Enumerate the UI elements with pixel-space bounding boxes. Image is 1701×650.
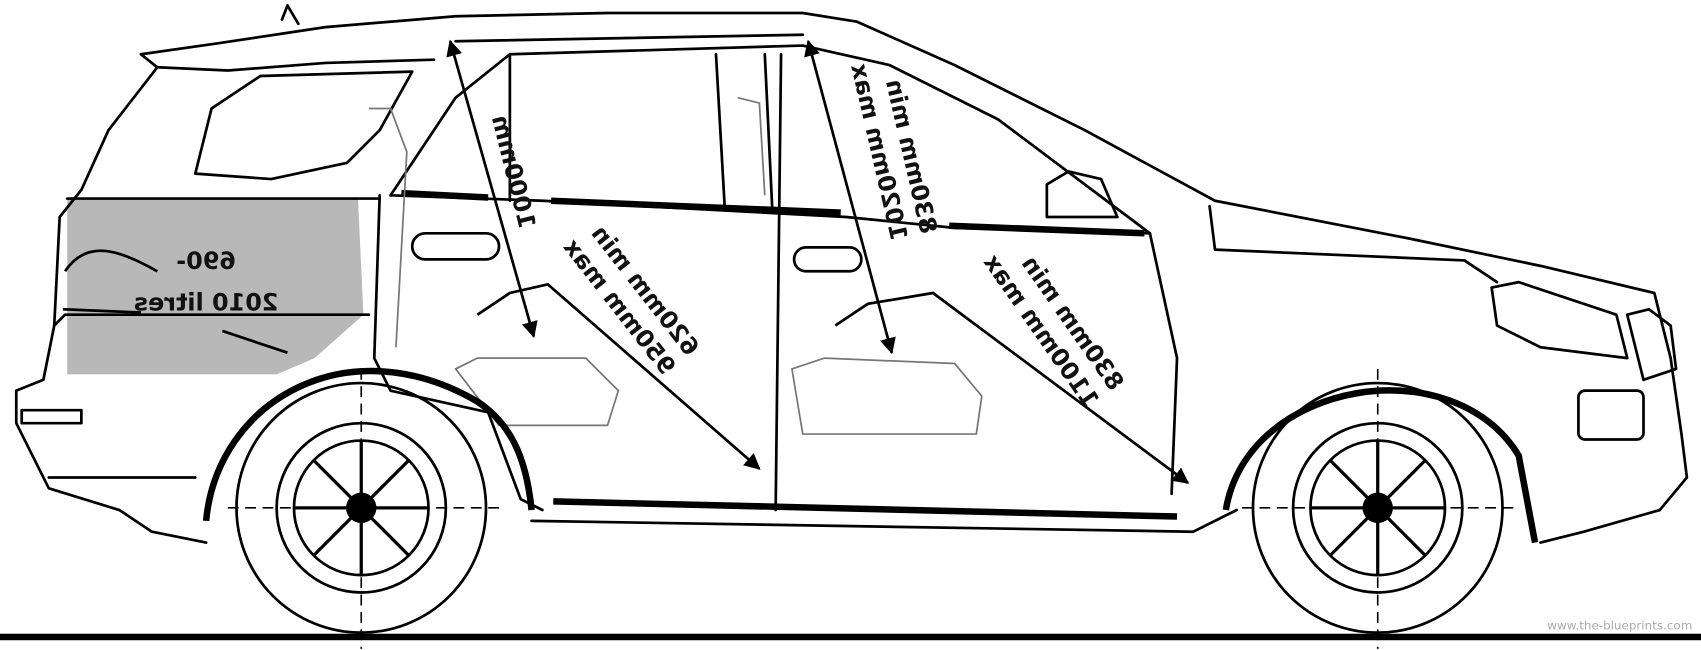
cargo-label: 690- 2010 litres <box>134 247 279 316</box>
dimension-arrows <box>62 39 1190 484</box>
cargo-area <box>67 198 364 375</box>
rear-wheel <box>227 368 500 649</box>
cargo-line2: 2010 litres <box>134 288 279 316</box>
watermark: www.the-blueprints.com <box>1547 618 1692 632</box>
front-wheel <box>1242 368 1514 649</box>
ground-line <box>0 633 1701 641</box>
rear-headroom-label: 1000mm <box>486 112 541 231</box>
cargo-line1: 690- <box>176 247 236 275</box>
